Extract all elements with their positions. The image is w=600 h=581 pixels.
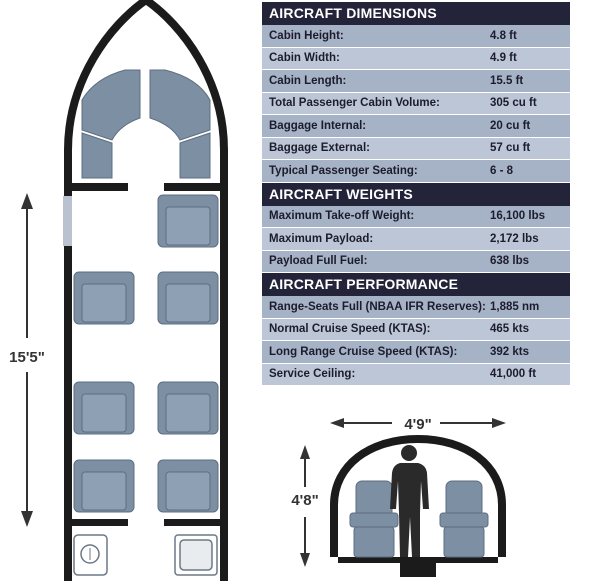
spec-row: Cabin Length: 15.5 ft: [262, 70, 570, 93]
aft-bar-right: [164, 519, 220, 526]
spec-row: Maximum Payload: 2,172 lbs: [262, 228, 570, 251]
spec-row: Cabin Height: 4.8 ft: [262, 25, 570, 48]
cabin-width-label: 4'9": [404, 416, 431, 433]
spec-label: Range-Seats Full (NBAA IFR Reserves):: [269, 300, 486, 313]
spec-value: 57 cu ft: [490, 142, 531, 155]
cross-section-floor: [338, 557, 498, 563]
spec-label: Cabin Height:: [269, 29, 344, 42]
spec-value: 1,885 nm: [490, 300, 540, 313]
section-rows: Range-Seats Full (NBAA IFR Reserves): 1,8…: [262, 296, 570, 386]
cabin-cross-section: 4'9" 4'8": [291, 416, 506, 577]
toilet-icon: [73, 534, 108, 576]
spec-label: Typical Passenger Seating:: [269, 164, 418, 177]
spec-row: Service Ceiling: 41,000 ft: [262, 363, 570, 386]
person-silhouette-icon: [390, 445, 429, 557]
spec-label: Total Passenger Cabin Volume:: [269, 97, 440, 110]
section-header: AIRCRAFT PERFORMANCE: [262, 273, 570, 296]
divan-seating: [81, 69, 211, 179]
spec-value: 4.8 ft: [490, 29, 517, 42]
spec-row: Total Passenger Cabin Volume: 305 cu ft: [262, 92, 570, 115]
bulkhead-left: [72, 183, 128, 191]
spec-label: Service Ceiling:: [269, 368, 356, 381]
spec-value: 16,100 lbs: [490, 210, 545, 223]
spec-value: 638 lbs: [490, 255, 529, 268]
cabin-seat: [157, 271, 219, 325]
spec-value: 4.9 ft: [490, 52, 517, 65]
cabin-seat: [157, 459, 219, 513]
cabin-length-arrow: [21, 193, 33, 527]
spec-label: Maximum Payload:: [269, 232, 374, 245]
spec-value: 2,172 lbs: [490, 232, 539, 245]
bulkhead-right: [164, 183, 220, 191]
spec-row: Baggage Internal: 20 cu ft: [262, 115, 570, 138]
side-panel: [63, 196, 72, 246]
spec-value: 392 kts: [490, 345, 530, 358]
spec-row: Cabin Width: 4.9 ft: [262, 47, 570, 70]
cabin-seat: [73, 459, 135, 513]
cabin-height-arrow: [300, 445, 310, 567]
spec-row: Range-Seats Full (NBAA IFR Reserves): 1,8…: [262, 296, 570, 319]
spec-label: Normal Cruise Speed (KTAS):: [269, 323, 431, 336]
cabin-seat: [157, 194, 219, 248]
spec-label: Payload Full Fuel:: [269, 255, 368, 268]
spec-value: 15.5 ft: [490, 74, 524, 87]
spec-row: Normal Cruise Speed (KTAS): 465 kts: [262, 318, 570, 341]
spec-label: Baggage Internal:: [269, 119, 367, 132]
sink-icon: [174, 534, 218, 576]
cross-section-floor-base: [400, 563, 436, 577]
spec-value: 305 cu ft: [490, 97, 537, 110]
cabin-floor-plan: 15'5": [9, 0, 228, 581]
spec-label: Cabin Width:: [269, 52, 340, 65]
spec-label: Maximum Take-off Weight:: [269, 210, 415, 223]
cabin-seats: [73, 194, 219, 513]
spec-label: Baggage External:: [269, 142, 370, 155]
aft-bar-left: [72, 519, 128, 526]
cross-section-seat-left: [349, 480, 399, 558]
cabin-seat: [73, 381, 135, 435]
cabin-height-label: 4'8": [291, 492, 318, 509]
spec-value: 41,000 ft: [490, 368, 537, 381]
cabin-seat: [157, 381, 219, 435]
section-header: AIRCRAFT WEIGHTS: [262, 182, 570, 206]
cabin-width-arrow: [330, 418, 506, 428]
spec-value: 20 cu ft: [490, 119, 531, 132]
spec-label: Long Range Cruise Speed (KTAS):: [269, 345, 458, 358]
spec-row: Payload Full Fuel: 638 lbs: [262, 250, 570, 273]
spec-label: Cabin Length:: [269, 74, 347, 87]
cabin-length-label: 15'5": [9, 349, 45, 366]
spec-row: Maximum Take-off Weight: 16,100 lbs: [262, 205, 570, 228]
cabin-seat: [73, 271, 135, 325]
spec-row: Baggage External: 57 cu ft: [262, 137, 570, 160]
section-header: AIRCRAFT DIMENSIONS: [262, 2, 570, 25]
spec-row: Typical Passenger Seating: 6 - 8: [262, 160, 570, 183]
cross-section-seat-right: [439, 480, 489, 558]
spec-row: Long Range Cruise Speed (KTAS): 392 kts: [262, 341, 570, 364]
spec-value: 465 kts: [490, 323, 530, 336]
spec-value: 6 - 8: [490, 164, 514, 177]
